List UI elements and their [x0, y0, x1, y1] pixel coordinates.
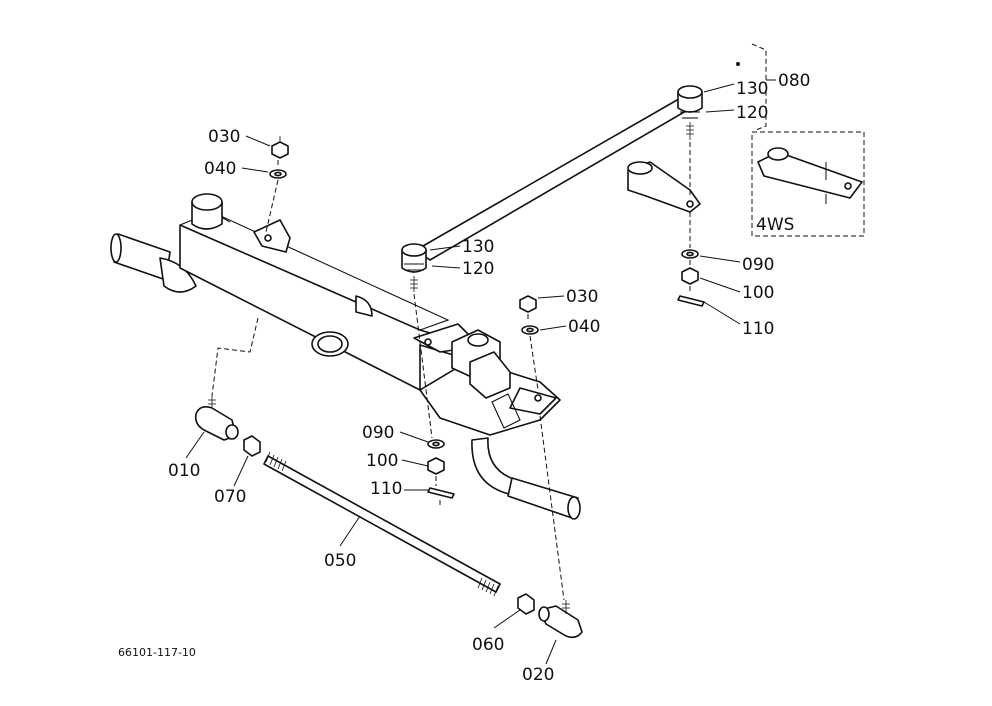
rear-knuckle-arm: [627, 161, 701, 213]
washer-090-center: [427, 439, 445, 449]
label-040-left: 040: [204, 159, 236, 179]
nut-070: [243, 435, 261, 457]
label-130-center: 130: [462, 237, 494, 257]
inset-4ws: 4WS: [751, 131, 865, 237]
label-050: 050: [324, 551, 356, 571]
cross-link-rod: [401, 85, 703, 292]
pin-110-center: [427, 487, 455, 499]
label-070: 070: [214, 487, 246, 507]
nut-100-right: [681, 267, 699, 285]
tie-rod-end-020: [538, 600, 583, 639]
nut-030-left: [271, 136, 289, 159]
label-080: 080: [778, 71, 810, 91]
axis-center-right: [527, 314, 565, 601]
label-110-center: 110: [370, 479, 402, 499]
axis-left-bolt: [211, 160, 279, 397]
label-060: 060: [472, 635, 504, 655]
drawing-code: 66101-117-10: [118, 646, 196, 659]
label-040-center: 040: [568, 317, 600, 337]
washer-090-right: [681, 249, 699, 259]
label-010: 010: [168, 461, 200, 481]
nut-030-center: [519, 295, 537, 313]
axle-housing: [110, 193, 581, 520]
inset-label: 4WS: [756, 215, 794, 235]
pin-110-right: [677, 295, 705, 307]
label-100-right: 100: [742, 283, 774, 303]
washer-040-left: [269, 169, 287, 179]
washer-040-center: [521, 325, 539, 335]
label-030-left: 030: [208, 127, 240, 147]
label-120-right: 120: [736, 103, 768, 123]
label-030-center: 030: [566, 287, 598, 307]
label-130-right: 130: [736, 79, 768, 99]
tie-rod-end-010: [194, 396, 239, 441]
tie-rod-050: [263, 451, 501, 597]
label-090-center: 090: [362, 423, 394, 443]
label-110-right: 110: [742, 319, 774, 339]
label-020: 020: [522, 665, 554, 685]
label-090-right: 090: [742, 255, 774, 275]
label-100-center: 100: [366, 451, 398, 471]
bracket-080: [736, 43, 776, 131]
nut-060: [517, 593, 535, 615]
axis-center-left: [413, 293, 441, 508]
leader-lines: [185, 83, 741, 665]
label-120-center: 120: [462, 259, 494, 279]
nut-100-center: [427, 457, 445, 475]
